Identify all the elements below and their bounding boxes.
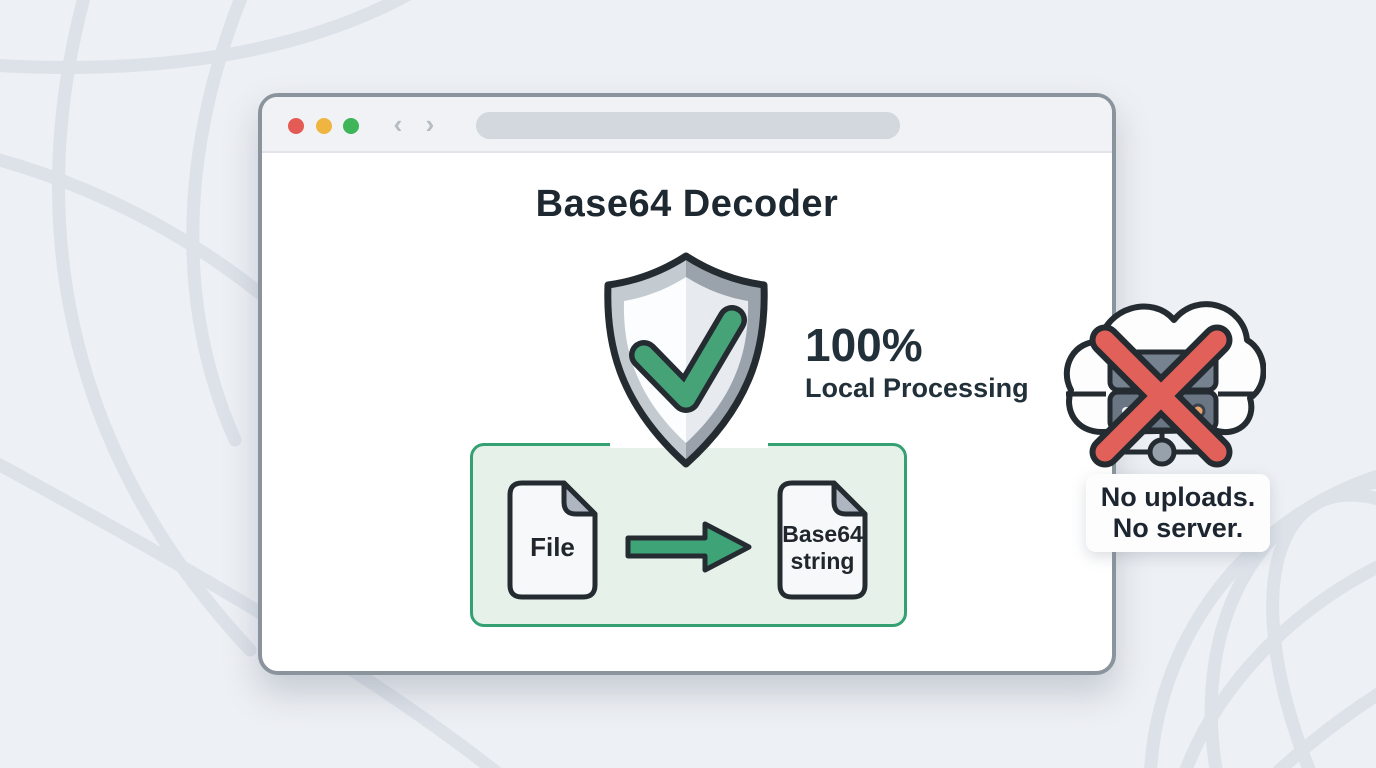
callout-line-2: No server. xyxy=(1112,513,1244,543)
base64-file-label: Base64 string xyxy=(782,521,863,574)
back-button[interactable]: ‹ xyxy=(393,109,403,139)
browser-window: ‹ › Base64 Decoder 100% Local Processing xyxy=(258,93,1116,675)
folded-corner xyxy=(831,480,868,517)
document-icon xyxy=(777,480,868,600)
local-processing-stat: 100% Local Processing xyxy=(805,321,1085,403)
minimize-window-button[interactable] xyxy=(316,118,332,134)
forward-button[interactable]: › xyxy=(425,109,435,139)
browser-titlebar: ‹ › xyxy=(262,97,1112,153)
shield-icon xyxy=(604,252,768,468)
cloud-server-blocked-icon xyxy=(1058,276,1267,468)
folded-corner xyxy=(561,480,598,517)
source-file-label: File xyxy=(530,532,575,562)
close-window-button[interactable] xyxy=(288,118,304,134)
source-file-icon: File xyxy=(505,479,600,602)
document-icon xyxy=(507,480,598,600)
callout-line-1: No uploads. xyxy=(1100,482,1256,512)
address-bar[interactable] xyxy=(476,112,900,139)
arrow-right-icon xyxy=(625,521,752,573)
maximize-window-button[interactable] xyxy=(343,118,359,134)
stat-label: Local Processing xyxy=(805,373,1029,403)
no-server-callout: No uploads. No server. xyxy=(1086,474,1270,552)
base64-file-icon: Base64 string xyxy=(775,479,870,602)
checkmark-icon xyxy=(629,305,747,413)
shield-check-icon xyxy=(595,249,777,471)
network-node-icon xyxy=(1147,437,1177,467)
page-title: Base64 Decoder xyxy=(535,183,839,225)
stat-value: 100% xyxy=(805,319,923,371)
red-x-icon xyxy=(1089,324,1233,468)
